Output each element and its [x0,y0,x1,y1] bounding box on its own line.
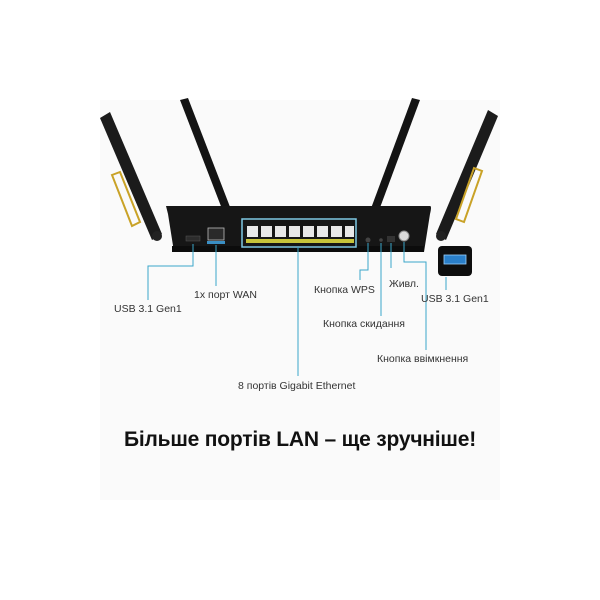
callout-wps: Кнопка WPS [314,284,375,296]
lan-ports-highlight [241,218,357,248]
center-left-antenna [180,98,242,240]
center-right-antenna [360,98,420,240]
left-antenna [100,112,162,241]
wan-port [207,227,225,244]
callout-power-jack: Живл. [389,278,419,290]
right-antenna [436,110,498,241]
usb-right-inset [438,246,472,276]
callout-wan: 1x порт WAN [194,289,257,301]
product-panel [100,100,500,500]
callout-lines [147,242,447,376]
power-button [387,236,395,242]
reset-button [379,238,383,242]
callout-power-button: Кнопка ввімкнення [377,353,469,365]
lan-ports [246,226,354,243]
callout-usb-right: USB 3.1 Gen1 [421,293,489,305]
usb-port-left [185,235,201,242]
callout-ethernet: 8 портів Gigabit Ethernet [238,380,356,392]
callout-usb-left: USB 3.1 Gen1 [114,303,182,315]
wps-button [365,237,371,243]
headline: Більше портів LAN – ще зручніше! [123,428,476,451]
callout-reset: Кнопка скидання [323,318,405,330]
power-jack [398,230,410,242]
